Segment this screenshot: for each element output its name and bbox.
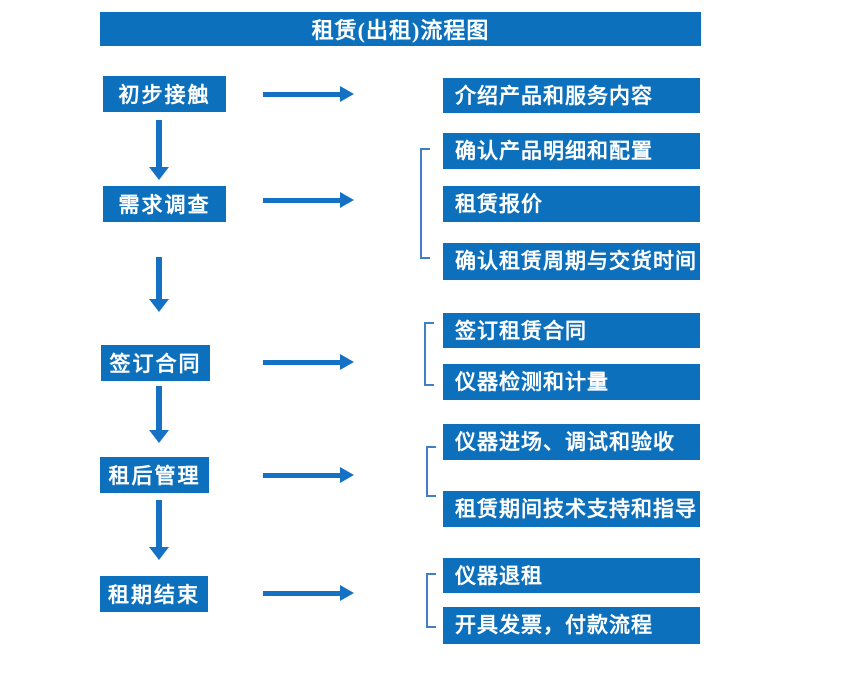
arrow-head — [340, 354, 354, 370]
arrow-shaft — [263, 198, 341, 203]
arrow-head — [149, 167, 169, 180]
arrow-head — [340, 192, 354, 208]
arrow-head — [149, 430, 169, 443]
bracket-connector — [426, 573, 436, 628]
arrow-shaft — [156, 257, 162, 299]
right-arrow-icon — [263, 192, 354, 208]
step-box-instrument-testing: 仪器检测和计量 — [443, 364, 700, 400]
bracket-connector — [420, 148, 430, 259]
arrow-shaft — [263, 360, 341, 365]
step-box-sign-rental-contract: 签订租赁合同 — [443, 313, 700, 348]
arrow-head — [149, 299, 169, 312]
step-box-instrument-return: 仪器退租 — [443, 558, 700, 593]
bracket-connector — [426, 446, 436, 497]
stage-box-initial-contact: 初步接触 — [103, 76, 226, 112]
stage-box-post-rental-management: 租后管理 — [100, 457, 209, 493]
stage-box-sign-contract: 签订合同 — [101, 345, 210, 381]
down-arrow-icon — [149, 500, 169, 560]
arrow-head — [149, 547, 169, 560]
down-arrow-icon — [149, 257, 169, 312]
down-arrow-icon — [149, 120, 169, 180]
arrow-head — [340, 467, 354, 483]
right-arrow-icon — [263, 86, 354, 102]
arrow-shaft — [263, 591, 341, 596]
step-box-instrument-entry-debug: 仪器进场、调试和验收 — [443, 424, 700, 460]
right-arrow-icon — [263, 467, 354, 483]
step-box-confirm-rental-period: 确认租赁周期与交货时间 — [443, 243, 700, 280]
step-box-technical-support: 租赁期间技术支持和指导 — [443, 491, 700, 527]
stage-box-demand-survey: 需求调查 — [103, 186, 226, 222]
step-box-introduce-products: 介绍产品和服务内容 — [443, 78, 700, 113]
right-arrow-icon — [263, 585, 354, 601]
arrow-shaft — [156, 386, 162, 430]
arrow-shaft — [156, 500, 162, 547]
flowchart-title: 租赁(出租)流程图 — [100, 12, 701, 46]
bracket-connector — [424, 322, 434, 386]
step-box-confirm-product-details: 确认产品明细和配置 — [443, 133, 700, 169]
arrow-head — [340, 585, 354, 601]
arrow-shaft — [263, 92, 341, 97]
stage-box-rental-end: 租期结束 — [100, 576, 208, 612]
step-box-invoice-payment: 开具发票，付款流程 — [443, 607, 700, 644]
step-box-rental-quotation: 租赁报价 — [443, 186, 700, 222]
arrow-shaft — [156, 120, 162, 167]
arrow-head — [340, 86, 354, 102]
arrow-shaft — [263, 473, 341, 478]
right-arrow-icon — [263, 354, 354, 370]
down-arrow-icon — [149, 386, 169, 443]
